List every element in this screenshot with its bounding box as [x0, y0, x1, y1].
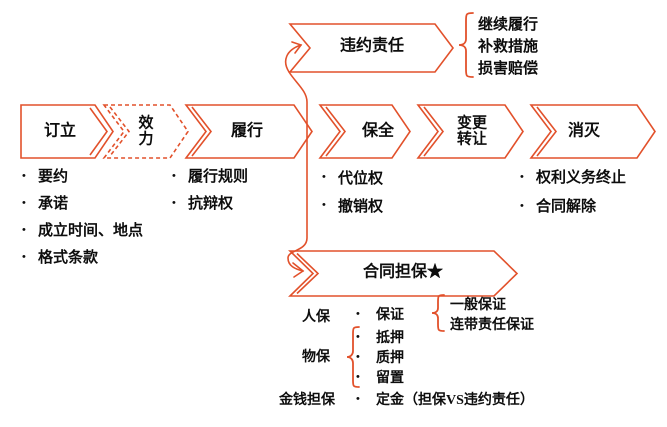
bullet-icon: •	[520, 199, 524, 212]
guarantee-item-lien: • 留置	[356, 367, 404, 387]
preservation-item-revocation: 撤销权	[338, 198, 384, 215]
list-item: • 履行规则	[172, 162, 248, 189]
stage-extinction-shape	[529, 104, 656, 159]
extinction-item-rescission: 合同解除	[536, 199, 597, 215]
formation-sublist: • 要约 • 承诺 • 成立时间、地点 • 格式条款	[22, 162, 143, 270]
bullet-icon: •	[356, 308, 360, 320]
preservation-item-subrogation: 代位权	[338, 170, 384, 187]
bullet-icon: •	[22, 196, 26, 209]
performance-sublist: • 履行规则 • 抗辩权	[172, 162, 248, 216]
list-item: • 格式条款	[22, 243, 143, 270]
list-item: • 成立时间、地点	[22, 216, 143, 243]
breach-liability-title: 违约责任	[339, 37, 405, 55]
stage-modification-line1: 变更	[456, 115, 488, 132]
bullet-icon: •	[22, 169, 26, 182]
general-suretyship-label: 一般保证	[450, 298, 506, 313]
formation-item-acceptance: 承诺	[38, 196, 69, 212]
stage-validity-label: 效 力	[138, 115, 154, 148]
formation-item-standard-terms: 格式条款	[38, 250, 99, 266]
guarantee-category-personal: 人保	[302, 310, 330, 325]
list-item: • 要约	[22, 162, 143, 189]
pledge-label: 质押	[376, 351, 404, 366]
stage-modification-shape	[416, 104, 524, 159]
bullet-icon: •	[356, 351, 360, 363]
stage-formation-tip-accent	[89, 107, 108, 156]
bullet-icon: •	[356, 393, 360, 405]
stage-validity-shape	[102, 104, 189, 159]
property-brace-icon	[346, 326, 360, 388]
stage-extinction-label: 消灭	[567, 122, 601, 140]
breach-remedy-2: 补救措施	[478, 38, 539, 55]
performance-item-defense: 抗辩权	[188, 196, 234, 212]
bullet-icon: •	[172, 196, 176, 209]
bullet-icon: •	[356, 371, 360, 383]
stage-formation-label: 订立	[43, 122, 77, 140]
joint-liability-suretyship-label: 连带责任保证	[450, 318, 534, 333]
list-item: • 承诺	[22, 189, 143, 216]
list-item: 一般保证	[450, 294, 534, 314]
bullet-icon: •	[356, 331, 360, 343]
contract-guarantee-shape	[288, 250, 519, 297]
stage-preservation-notch-accent	[325, 106, 347, 157]
breach-remedies-list: 继续履行 补救措施 损害赔偿	[478, 12, 538, 78]
breach-brace-icon	[458, 12, 474, 78]
performance-item-rules: 履行规则	[188, 169, 249, 185]
formation-item-offer: 要约	[38, 169, 69, 185]
connector-arrowhead-up-icon	[291, 41, 303, 54]
stage-performance-notch-accent	[191, 106, 213, 157]
extinction-sublist: • 权利义务终止 • 合同解除	[520, 162, 626, 220]
breach-liability-shape	[288, 23, 454, 73]
guarantee-item-deposit: • 定金（担保VS违约责任）	[356, 389, 534, 409]
list-item: 补救措施	[478, 34, 538, 56]
suretyship-label: 保证	[376, 308, 404, 323]
list-item: • 权利义务终止	[520, 162, 626, 191]
connector-arrowhead-down-icon	[292, 262, 305, 278]
stage-extinction-notch-accent	[536, 106, 558, 157]
guarantee-category-property: 物保	[302, 350, 330, 365]
guarantee-category-monetary: 金钱担保	[279, 393, 335, 408]
list-item: • 代位权	[322, 163, 383, 191]
guarantee-item-suretyship: • 保证	[356, 304, 404, 324]
contract-guarantee-title: 合同担保★	[362, 263, 444, 281]
list-item: • 撤销权	[322, 191, 383, 219]
stage-modification-notch-accent	[423, 106, 445, 157]
stage-validity-line2: 力	[138, 131, 154, 147]
lien-label: 留置	[376, 371, 404, 386]
bullet-icon: •	[22, 250, 26, 263]
bullet-icon: •	[172, 169, 176, 182]
stage-performance-shape	[184, 104, 313, 159]
stage-preservation-label: 保全	[361, 122, 395, 140]
stage-performance-label: 履行	[230, 122, 264, 140]
list-item: • 合同解除	[520, 191, 626, 220]
preservation-sublist: • 代位权 • 撤销权	[322, 163, 383, 219]
stage-validity-notch-accent	[109, 106, 131, 157]
formation-item-time-place: 成立时间、地点	[38, 223, 144, 239]
connector-curve	[284, 44, 308, 272]
guarantee-item-pledge: • 质押	[356, 347, 404, 367]
list-item: • 抗辩权	[172, 189, 248, 216]
deposit-label: 定金（担保VS违约责任）	[376, 393, 534, 408]
bullet-icon: •	[322, 199, 326, 211]
bullet-icon: •	[520, 170, 524, 183]
breach-remedy-1: 继续履行	[478, 16, 539, 33]
contract-guarantee-notch-accent	[296, 252, 320, 295]
list-item: 继续履行	[478, 12, 538, 34]
list-item: 连带责任保证	[450, 314, 534, 334]
bullet-icon: •	[22, 223, 26, 236]
list-item: 损害赔偿	[478, 56, 538, 78]
guarantee-item-mortgage: • 抵押	[356, 327, 404, 347]
suretyship-brace-icon	[431, 294, 445, 332]
breach-remedy-3: 损害赔偿	[478, 60, 539, 77]
stage-validity-line1: 效	[138, 115, 154, 132]
extinction-item-termination: 权利义务终止	[536, 170, 627, 186]
stage-formation-shape	[20, 104, 114, 159]
mortgage-label: 抵押	[376, 331, 404, 346]
bullet-icon: •	[322, 171, 326, 183]
stage-modification-label: 变更 转让	[456, 115, 488, 148]
suretyship-children-list: 一般保证 连带责任保证	[450, 294, 534, 334]
stage-modification-line2: 转让	[456, 131, 488, 147]
stage-preservation-shape	[318, 104, 411, 159]
